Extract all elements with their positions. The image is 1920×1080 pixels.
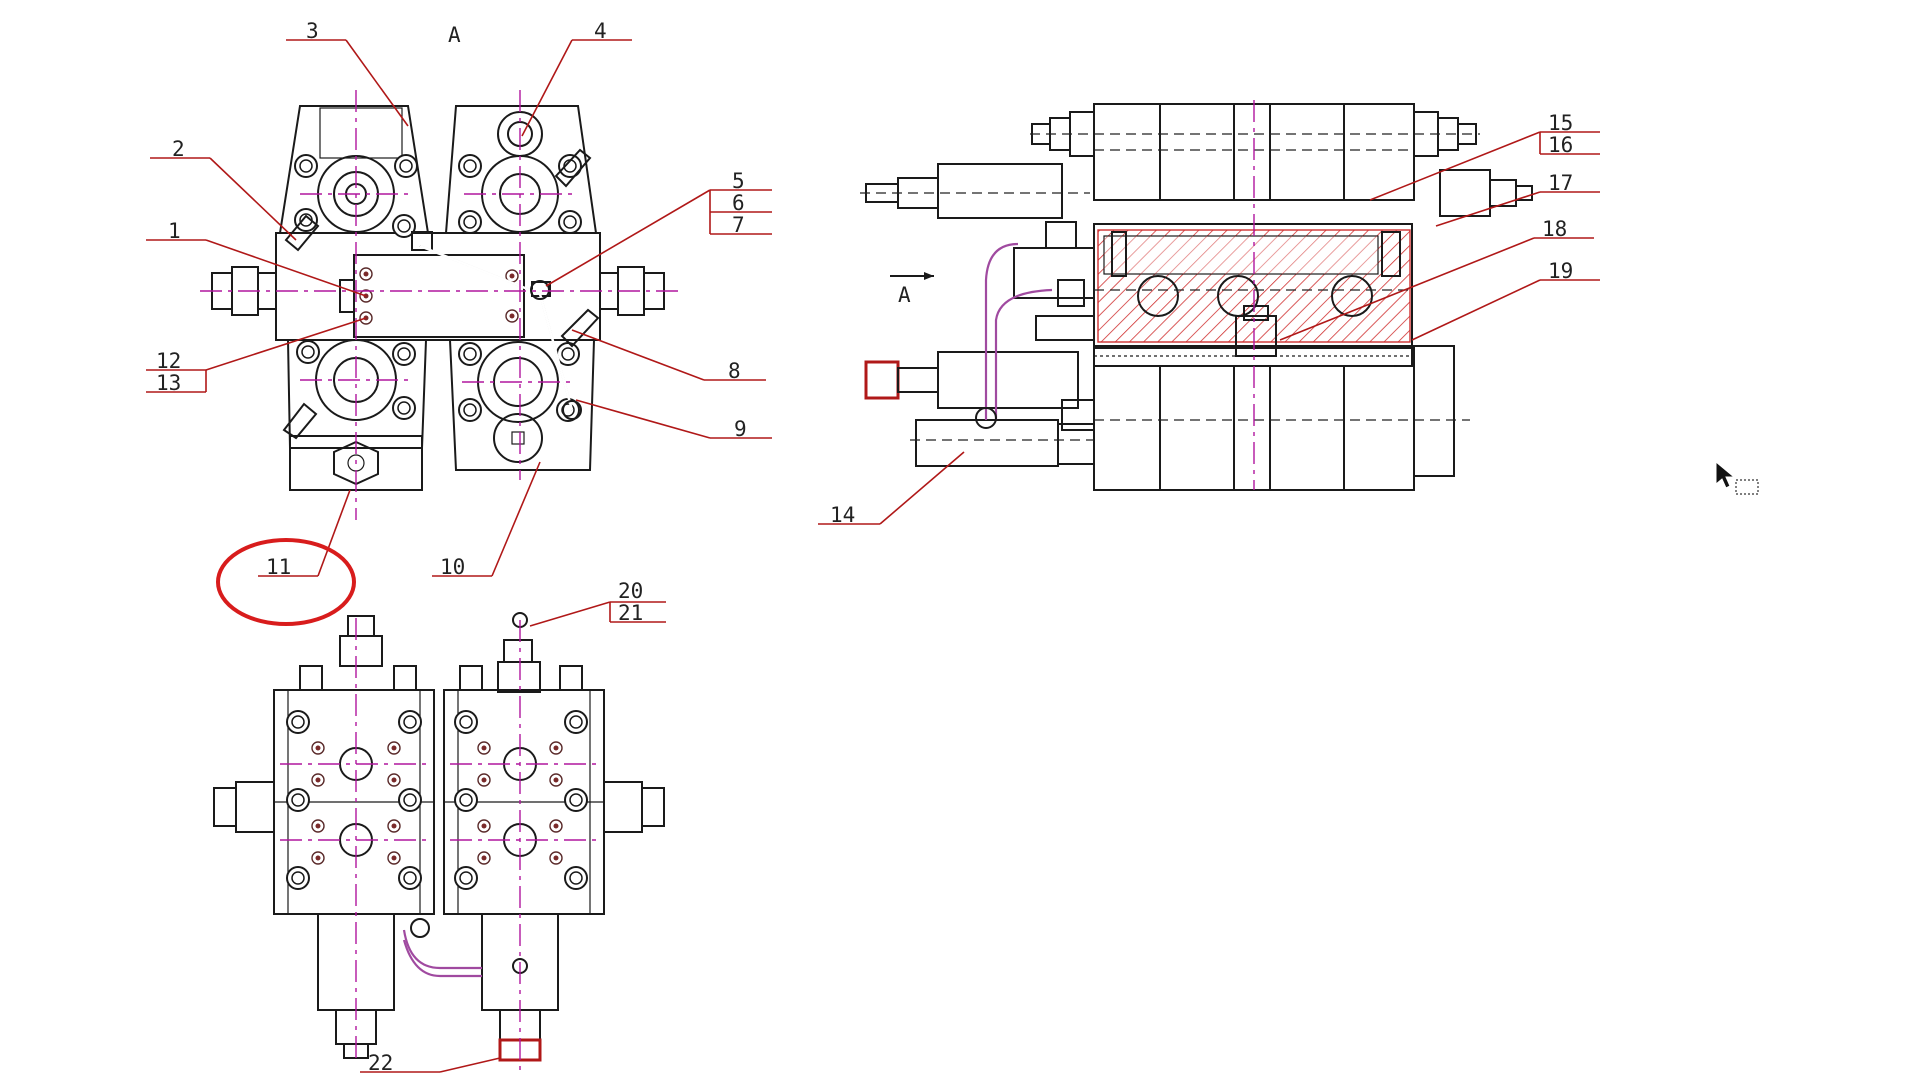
block-right — [443, 665, 605, 915]
callout-3: 3 — [306, 19, 319, 43]
callout-20: 20 — [618, 579, 643, 603]
callout-leaders — [146, 39, 1600, 1073]
callout-16: 16 — [1548, 133, 1573, 157]
connecting-tube — [419, 244, 582, 420]
callout-numbers: 3 4 2 1 5 6 7 12 13 8 9 10 11 20 21 22 1… — [156, 19, 1573, 1075]
callout-14: 14 — [830, 503, 855, 527]
callout-8: 8 — [728, 359, 741, 383]
highlight-circle-callout-11 — [216, 538, 356, 626]
callout-22: 22 — [368, 1051, 393, 1075]
valve-section-bottom-left — [282, 339, 428, 491]
callout-17: 17 — [1548, 171, 1573, 195]
callout-7: 7 — [732, 213, 745, 237]
view-label-top: A — [448, 23, 461, 47]
view-label-side: A — [898, 283, 911, 307]
callout-6: 6 — [732, 191, 745, 215]
block-left — [273, 665, 435, 915]
callout-10: 10 — [440, 555, 465, 579]
callout-18: 18 — [1542, 217, 1567, 241]
mouse-pointer-icon — [1715, 460, 1759, 495]
callout-15: 15 — [1548, 111, 1573, 135]
side-view — [860, 100, 1533, 491]
callout-21: 21 — [618, 601, 643, 625]
top-view-a — [200, 90, 680, 520]
valve-body — [275, 232, 601, 341]
bottom-view — [213, 612, 665, 1072]
callout-2: 2 — [172, 137, 185, 161]
callout-12: 12 — [156, 349, 181, 373]
callout-9: 9 — [734, 417, 747, 441]
callout-1: 1 — [168, 219, 181, 243]
callout-11: 11 — [266, 555, 291, 579]
callout-5: 5 — [732, 169, 745, 193]
callout-19: 19 — [1548, 259, 1573, 283]
valve-section-top-left — [278, 105, 430, 252]
callout-13: 13 — [156, 371, 181, 395]
callout-4: 4 — [594, 19, 607, 43]
valve-section-top-right — [444, 105, 598, 234]
